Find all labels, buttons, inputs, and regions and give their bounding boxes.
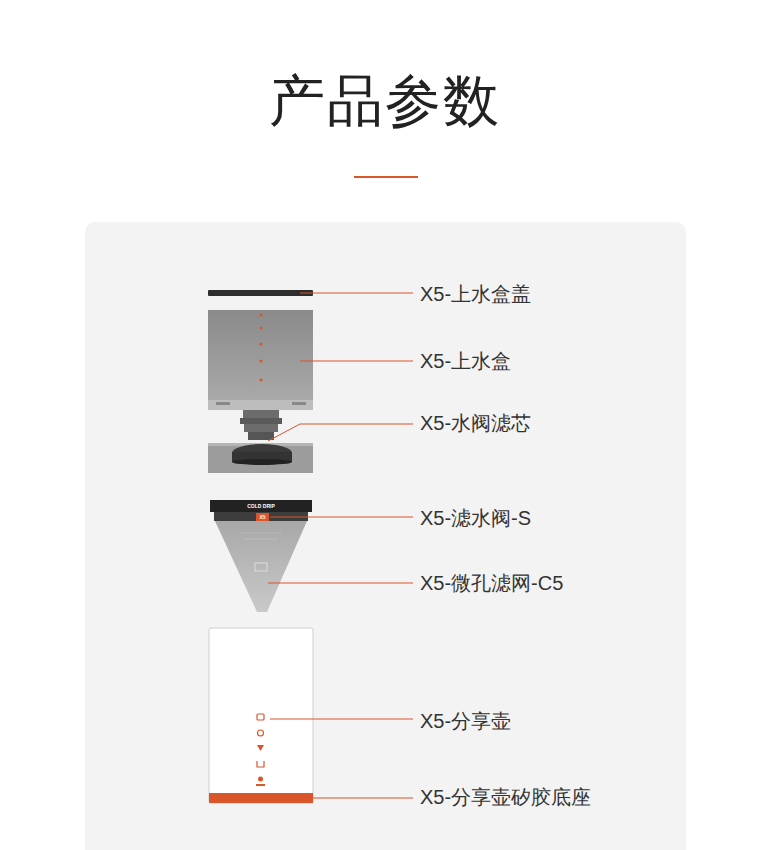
valve-filter-part	[208, 443, 313, 473]
part-name: X5-水阀滤芯	[420, 411, 531, 435]
share-pot-part	[209, 628, 313, 803]
part-name: X5-微孔滤网-C5	[420, 571, 563, 595]
product-marking: COLD DRIP	[247, 503, 275, 509]
title-underline	[354, 176, 418, 178]
part-name: X5-上水盒盖	[420, 282, 531, 306]
water-box-part	[208, 310, 313, 440]
part-name: X5-分享壶矽胶底座	[420, 785, 591, 809]
mesh-cone-part	[215, 521, 307, 612]
page-title: 产品参数	[0, 68, 770, 134]
part-name: X5-上水盒	[420, 349, 511, 373]
filter-valve-part	[210, 500, 312, 521]
background-panel	[85, 222, 686, 850]
leader-lines	[268, 293, 413, 798]
part-name: X5-滤水阀-S	[420, 506, 531, 530]
lid-part	[208, 290, 313, 296]
part-name: X5-分享壶	[420, 709, 511, 733]
logo-mark: X5	[259, 514, 265, 520]
